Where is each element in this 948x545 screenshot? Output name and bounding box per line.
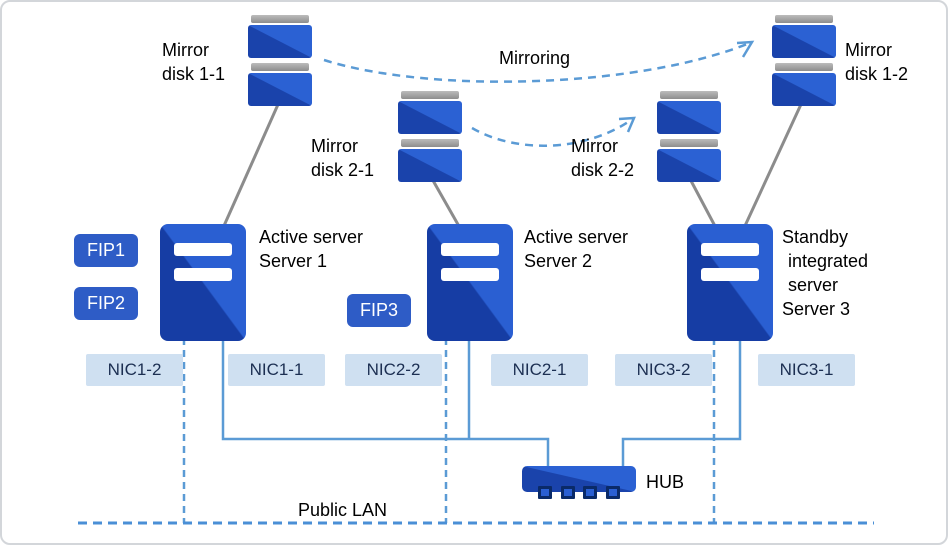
hub-label: HUB <box>646 472 685 492</box>
label-line: disk 2-2 <box>571 160 635 180</box>
server-drive-slot <box>174 268 232 281</box>
hub-ports <box>522 486 636 499</box>
disk-cap <box>775 15 833 23</box>
disk-unit <box>772 73 836 106</box>
hub-port <box>605 486 620 499</box>
server-1-icon <box>160 224 246 341</box>
mirror-disk-2-2-icon <box>657 91 721 187</box>
label-line: Server 3 <box>782 299 851 319</box>
hub-port <box>560 486 575 499</box>
label-line: disk 1-1 <box>162 64 226 84</box>
label-line: Server 1 <box>259 251 328 271</box>
disk-unit <box>657 101 721 134</box>
nic2-1-badge: NIC2-1 <box>491 354 588 386</box>
disk-cap <box>775 63 833 71</box>
nic3-1-badge: NIC3-1 <box>758 354 855 386</box>
mirror-disk-1-1-icon <box>248 15 312 111</box>
mirror-disk-2-1-icon <box>398 91 462 187</box>
label-line: Mirror <box>311 136 358 156</box>
disk-unit <box>398 149 462 182</box>
label-line: Standby <box>782 227 849 247</box>
server-2-label: Active server Server 2 <box>524 225 628 273</box>
mirror-disk-1-1-label: Mirror disk 1-1 <box>162 38 225 86</box>
nic1-2-badge: NIC1-2 <box>86 354 183 386</box>
fip2-badge: FIP2 <box>74 287 138 320</box>
mirror-disk-1-2-icon <box>772 15 836 111</box>
mirror-disk-2-1-label: Mirror disk 2-1 <box>311 134 374 182</box>
server-1-label: Active server Server 1 <box>259 225 363 273</box>
public-lan-label: Public LAN <box>298 500 388 520</box>
server-drive-slot <box>441 268 499 281</box>
server-drive-slot <box>174 243 232 256</box>
hub-port <box>538 486 553 499</box>
server-drive-slot <box>441 243 499 256</box>
hub-lan-lines <box>221 338 742 470</box>
public-lan-branch-lines <box>182 338 716 523</box>
mirroring-label: Mirroring <box>499 48 571 68</box>
mirroring-arrow-disk1 <box>323 40 755 83</box>
mirror-disk-2-2-label: Mirror disk 2-2 <box>571 134 634 182</box>
nic1-1-badge: NIC1-1 <box>228 354 325 386</box>
server-3-icon <box>687 224 773 341</box>
label-line: Mirror <box>845 40 892 60</box>
label-line: disk 1-2 <box>845 64 909 84</box>
disk-cap <box>401 91 459 99</box>
disk-cap <box>401 139 459 147</box>
disk-cap <box>251 63 309 71</box>
label-line: integrated <box>788 251 869 271</box>
nic3-2-badge: NIC3-2 <box>615 354 712 386</box>
disk-unit <box>772 25 836 58</box>
disk-cap <box>660 91 718 99</box>
disk-unit <box>248 73 312 106</box>
server-drive-slot <box>701 243 759 256</box>
mirroring-arrow-disk2 <box>471 116 636 147</box>
fip3-badge: FIP3 <box>347 294 411 327</box>
disk-unit <box>657 149 721 182</box>
label-line: Mirror <box>162 40 209 60</box>
mirror-disk-1-2-label: Mirror disk 1-2 <box>845 38 908 86</box>
hub-port <box>583 486 598 499</box>
server-2-icon <box>427 224 513 341</box>
label-line: Mirror <box>571 136 618 156</box>
disk-cap <box>660 139 718 147</box>
fip1-badge: FIP1 <box>74 234 138 267</box>
server-3-label: Standby integrated server Server 3 <box>782 225 868 321</box>
disk-cap <box>251 15 309 23</box>
label-line: Active server <box>259 227 364 247</box>
label-line: disk 2-1 <box>311 160 375 180</box>
disk-unit <box>398 101 462 134</box>
disk-unit <box>248 25 312 58</box>
disk-to-server-connector-lines <box>221 99 805 229</box>
label-line: server <box>788 275 839 295</box>
hub-icon <box>522 466 636 499</box>
label-line: Active server <box>524 227 629 247</box>
server-drive-slot <box>701 268 759 281</box>
nic2-2-badge: NIC2-2 <box>345 354 442 386</box>
label-line: Server 2 <box>524 251 593 271</box>
